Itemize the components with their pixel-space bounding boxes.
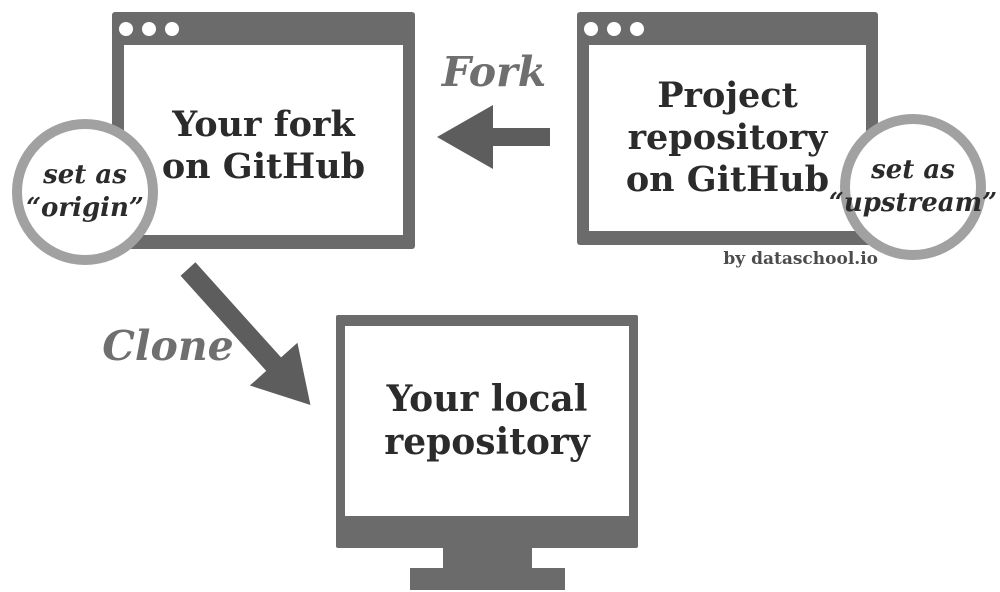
window-dot	[584, 22, 598, 36]
monitor-stand-neck	[443, 548, 532, 568]
monitor-stand-base	[410, 568, 565, 590]
fork-window: Your fork on GitHub	[112, 12, 415, 249]
window-dot	[630, 22, 644, 36]
local-repo-title-line2: repository	[384, 421, 590, 463]
upstream-badge: set as “upstream”	[829, 114, 997, 260]
project-window-title-line2: repository	[627, 117, 828, 158]
monitor: Your local repository	[336, 315, 638, 548]
credit-text: by dataschool.io	[723, 249, 878, 269]
fork-window-title-line1: Your fork	[172, 104, 355, 145]
fork-window-content: Your fork on GitHub	[124, 45, 403, 235]
monitor-screen: Your local repository	[345, 326, 629, 516]
origin-badge: set as “origin”	[12, 119, 158, 265]
fork-action-label: Fork	[441, 48, 547, 96]
project-window: Project repository on GitHub	[577, 12, 878, 245]
fork-window-title-line2: on GitHub	[161, 146, 366, 187]
clone-action-label: Clone	[102, 322, 234, 370]
window-dot	[607, 22, 621, 36]
window-control-dots	[119, 22, 179, 36]
window-dot	[165, 22, 179, 36]
upstream-badge-line2: “upstream”	[828, 188, 998, 218]
project-window-title-line1: Project	[657, 75, 798, 116]
local-repo-title-line1: Your local	[386, 378, 588, 420]
project-window-title-line3: on GitHub	[625, 159, 830, 200]
origin-badge-line1: set as	[43, 160, 127, 190]
fork-arrow-icon	[437, 105, 550, 169]
window-dot	[119, 22, 133, 36]
upstream-badge-line1: set as	[871, 155, 955, 185]
origin-badge-line2: “origin”	[26, 193, 144, 223]
window-control-dots	[584, 22, 644, 36]
window-dot	[142, 22, 156, 36]
project-window-content: Project repository on GitHub	[589, 45, 866, 231]
